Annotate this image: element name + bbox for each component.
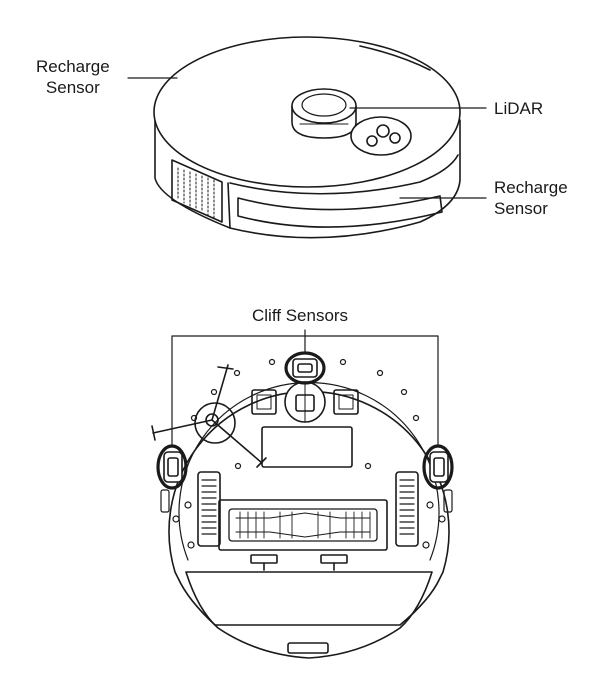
lidar-turret (291, 88, 357, 139)
sensor-window-left (251, 389, 277, 415)
underside-body (168, 390, 450, 626)
bumper-window (237, 195, 443, 228)
label-recharge-sensor-right: Recharge Sensor (494, 178, 568, 218)
grille-dots (177, 167, 215, 219)
label-lidar: LiDAR (494, 99, 544, 118)
label-cliff-sensors: Cliff Sensors (252, 306, 349, 325)
sensor-window-right (333, 389, 359, 415)
wheel-right (395, 471, 419, 547)
label-recharge-sensor-top: Recharge Sensor (36, 57, 110, 97)
front-caster (284, 381, 326, 423)
robot-bottom-view (151, 329, 454, 659)
front-bumper (229, 154, 459, 195)
recharge-grille (171, 159, 223, 223)
wheel-left (197, 471, 221, 547)
cliff-sensor-front (292, 358, 318, 378)
cliff-sensor-left (163, 451, 183, 483)
cliff-sensor-right (429, 451, 449, 483)
control-buttons (350, 116, 412, 156)
dustbin (185, 571, 433, 659)
main-brush (218, 499, 388, 571)
screw-holes (172, 358, 446, 549)
battery-cover (261, 426, 353, 468)
